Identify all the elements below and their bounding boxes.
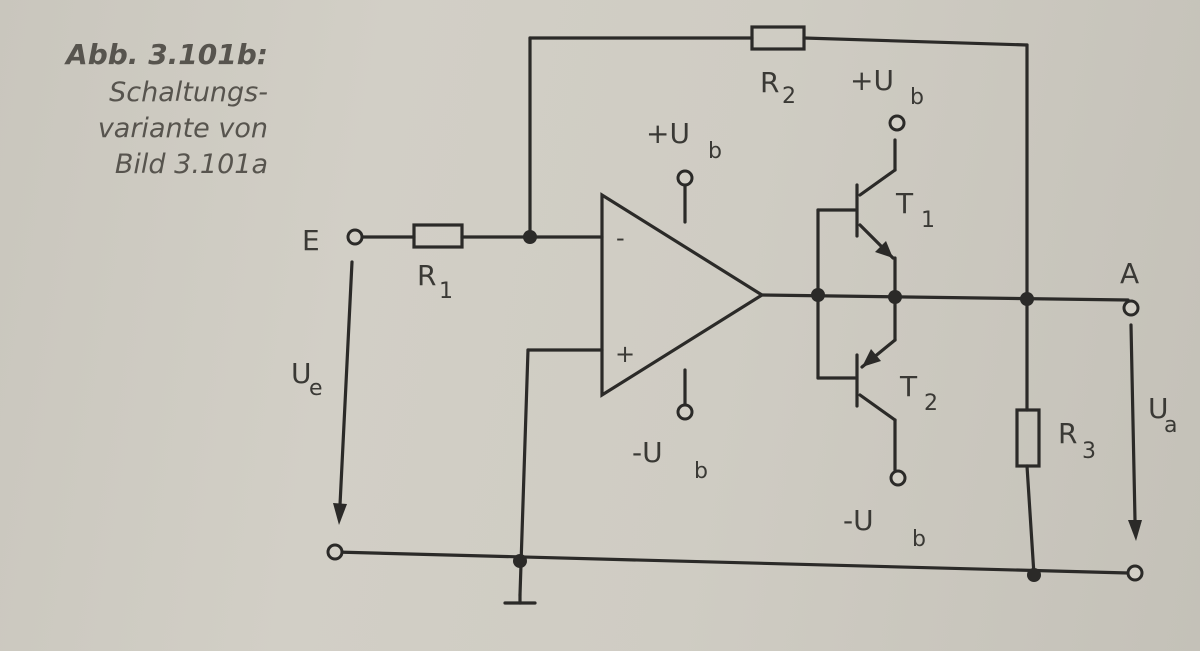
opamp-triangle — [600, 192, 766, 398]
terminal-e — [346, 228, 364, 246]
label-r1: R — [417, 259, 436, 292]
voltage-arrow-ue — [333, 260, 354, 525]
resistor-r3 — [1015, 408, 1041, 468]
transistor-t1 — [855, 183, 895, 260]
label-t2-vminus: -U — [843, 504, 874, 537]
label-t1-sub: 1 — [921, 208, 935, 233]
label-r2-sub: 2 — [782, 84, 796, 109]
transistor-t2 — [855, 338, 897, 408]
junction-dots — [513, 230, 1041, 582]
wires — [333, 36, 1130, 605]
label-ua: U — [1148, 392, 1169, 425]
label-r3-sub: 3 — [1082, 439, 1096, 464]
label-ua-sub: a — [1164, 413, 1177, 438]
caption-line-3: Bild 3.101a — [114, 149, 268, 180]
voltage-arrow-ua — [1128, 323, 1142, 541]
label-ue-sub: e — [309, 376, 323, 401]
terminal-opamp-vminus — [676, 403, 694, 421]
label-t2: T — [899, 370, 918, 403]
caption-line-1: Schaltungs- — [109, 77, 268, 108]
label-r1-sub: 1 — [439, 279, 453, 304]
terminal-output-ground — [1126, 564, 1144, 582]
terminal-opamp-vplus — [676, 169, 694, 187]
label-r3: R — [1058, 417, 1077, 450]
terminal-input-ground — [326, 543, 344, 561]
resistor-r2 — [750, 25, 806, 51]
label-t2-vminus-sub: b — [912, 527, 926, 552]
label-e: E — [302, 224, 320, 257]
label-r2: R — [760, 66, 779, 99]
resistor-r1 — [412, 223, 464, 249]
terminal-t1-vplus — [888, 114, 906, 132]
label-opamp-vminus: -U — [632, 436, 663, 469]
label-opamp-vplus-sub: b — [708, 139, 722, 164]
label-t1-vplus-sub: b — [910, 85, 924, 110]
label-t1-vplus: +U — [850, 64, 894, 97]
opamp-noninverting-sign: + — [615, 340, 635, 368]
caption-line-2: variante von — [97, 113, 268, 144]
label-opamp-vplus: +U — [646, 117, 690, 150]
label-t2-sub: 2 — [924, 391, 938, 416]
label-opamp-vminus-sub: b — [694, 459, 708, 484]
terminal-t2-vminus — [889, 469, 907, 487]
opamp-inverting-sign: - — [616, 224, 625, 252]
label-t1: T — [895, 187, 914, 220]
caption-title: Abb. 3.101b: — [66, 38, 268, 71]
terminal-a — [1122, 299, 1140, 317]
label-ue: U — [291, 357, 312, 390]
figure-caption: Abb. 3.101b: Schaltungs- variante von Bi… — [28, 38, 268, 183]
label-a: A — [1120, 257, 1139, 290]
